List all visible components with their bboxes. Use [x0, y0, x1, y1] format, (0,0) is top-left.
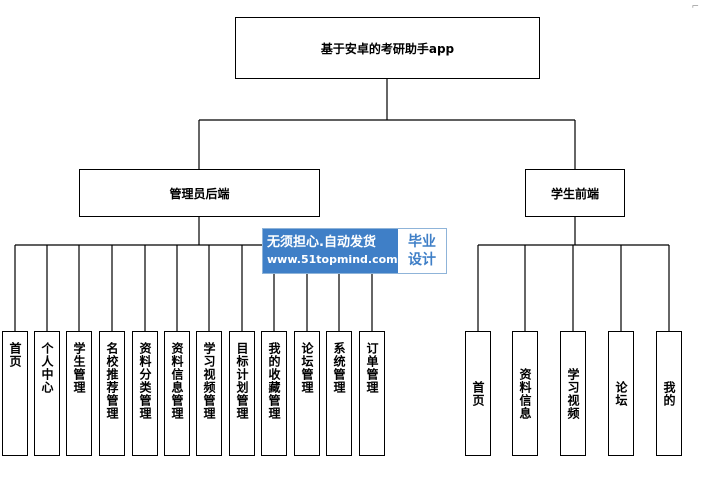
- watermark-badge: 毕业 设计: [398, 229, 446, 273]
- admin-leaf-item-4: 名校推荐管理: [99, 331, 125, 456]
- watermark-url: www.51topmind.com: [267, 253, 398, 266]
- student-leaf-item-label: 资料信息: [518, 367, 532, 420]
- admin-leaf-item-8: 目标计划管理: [229, 331, 255, 456]
- admin-leaf-item-label: 资料分类管理: [138, 342, 152, 420]
- root-node: 基于安卓的考研助手app: [235, 17, 540, 79]
- admin-leaf-item-1: 首页: [2, 331, 28, 456]
- admin-leaf-item-label: 目标计划管理: [235, 342, 249, 420]
- admin-leaf-item-label: 论坛管理: [300, 342, 314, 394]
- admin-leaf-item-12: 订单管理: [359, 331, 385, 456]
- admin-backend-label: 管理员后端: [169, 186, 230, 201]
- student-leaf-item-label: 学习视频: [566, 367, 580, 420]
- student-leaf-item-label: 首页: [471, 380, 485, 407]
- student-leaf-item-4: 论坛: [608, 331, 634, 456]
- student-frontend-label: 学生前端: [550, 186, 599, 201]
- student-leaf-item-label: 我的: [662, 380, 676, 407]
- watermark-badge-line1: 毕业: [408, 234, 436, 250]
- student-frontend-node: 学生前端: [525, 169, 625, 217]
- admin-leaf-item-2: 个人中心: [34, 331, 60, 456]
- admin-leaf-item-label: 个人中心: [40, 342, 54, 394]
- admin-leaf-item-11: 系统管理: [326, 331, 352, 456]
- student-leaf-item-2: 资料信息: [512, 331, 538, 456]
- admin-leaf-item-3: 学生管理: [66, 331, 92, 456]
- admin-leaf-item-label: 学生管理: [72, 342, 86, 394]
- admin-leaf-item-7: 学习视频管理: [196, 331, 222, 456]
- root-label: 基于安卓的考研助手app: [320, 41, 455, 56]
- student-leaf-item-5: 我的: [656, 331, 682, 456]
- watermark-slogan: 无须担心.自动发货: [267, 235, 376, 250]
- admin-leaf-item-label: 资料信息管理: [170, 342, 184, 420]
- watermark-text-block: 无须担心.自动发货 www.51topmind.com: [263, 229, 398, 273]
- admin-leaf-item-label: 我的收藏管理: [267, 342, 281, 420]
- corner-mark: ⌐: [691, 2, 699, 12]
- admin-leaf-item-9: 我的收藏管理: [261, 331, 287, 456]
- admin-leaf-item-5: 资料分类管理: [132, 331, 158, 456]
- admin-leaf-item-label: 学习视频管理: [202, 342, 216, 420]
- admin-leaf-item-10: 论坛管理: [294, 331, 320, 456]
- student-leaf-item-1: 首页: [465, 331, 491, 456]
- admin-leaf-item-label: 首页: [8, 342, 22, 368]
- student-leaf-item-3: 学习视频: [560, 331, 586, 456]
- admin-leaf-item-6: 资料信息管理: [164, 331, 190, 456]
- watermark-banner: 无须担心.自动发货 www.51topmind.com 毕业 设计: [262, 228, 447, 274]
- admin-leaf-item-label: 系统管理: [332, 342, 346, 394]
- watermark-badge-line2: 设计: [408, 252, 436, 268]
- admin-leaf-item-label: 订单管理: [365, 342, 379, 394]
- student-leaf-item-label: 论坛: [614, 380, 628, 407]
- admin-leaf-item-label: 名校推荐管理: [105, 342, 119, 420]
- admin-backend-node: 管理员后端: [79, 169, 320, 217]
